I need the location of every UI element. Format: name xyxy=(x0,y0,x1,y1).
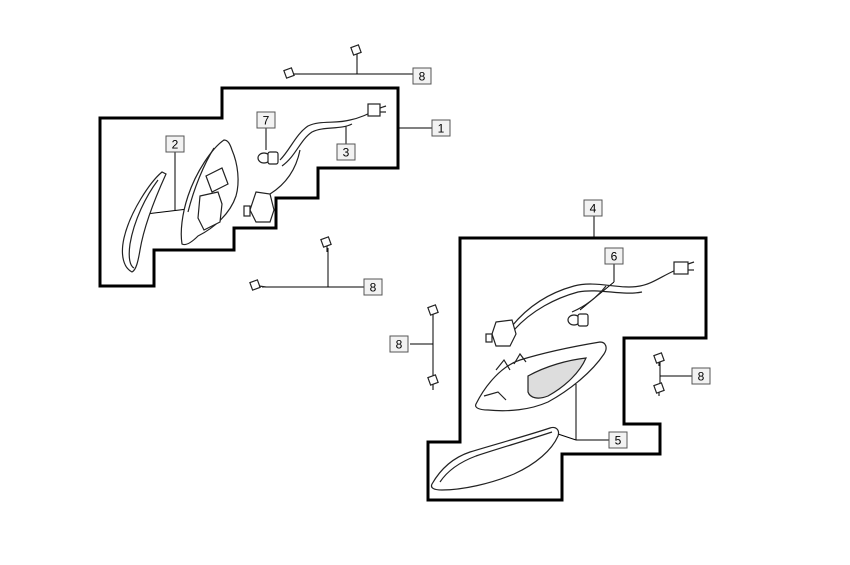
part-lens-strip xyxy=(121,171,167,273)
part-connector-plug xyxy=(243,191,275,223)
callout-5[interactable]: 5 xyxy=(608,431,628,449)
callout-label: 4 xyxy=(590,202,597,216)
assembly-outline-front-light xyxy=(426,236,708,502)
part-front-wiring-harness xyxy=(485,261,695,347)
callout-label: 1 xyxy=(438,122,445,136)
callout-8-top[interactable]: 8 xyxy=(412,67,432,85)
part-front-lens-strip xyxy=(430,426,560,491)
screw-icons-top xyxy=(283,44,362,79)
callout-label: 8 xyxy=(419,70,426,84)
callout-label: 8 xyxy=(396,338,403,352)
callout-7[interactable]: 7 xyxy=(256,111,276,129)
callout-label: 6 xyxy=(611,250,618,264)
part-bulb xyxy=(257,151,279,165)
screw-icons-right xyxy=(653,352,665,396)
assembly-outline-rear-light xyxy=(98,86,400,288)
screw-icons-mid xyxy=(249,236,332,291)
callout-8-mid[interactable]: 8 xyxy=(363,278,383,296)
screw-icons-left xyxy=(427,304,439,390)
callout-1[interactable]: 1 xyxy=(431,119,451,137)
callout-label: 8 xyxy=(698,370,705,384)
callout-label: 8 xyxy=(370,281,377,295)
part-front-lamp-housing xyxy=(475,341,607,412)
callout-8-right[interactable]: 8 xyxy=(691,367,711,385)
part-rear-lamp-housing xyxy=(180,139,239,246)
part-wiring-harness xyxy=(269,103,387,195)
callout-3[interactable]: 3 xyxy=(336,143,356,161)
callout-6[interactable]: 6 xyxy=(604,247,624,265)
callout-4[interactable]: 4 xyxy=(583,199,603,217)
callout-label: 2 xyxy=(172,138,179,152)
callout-8-left[interactable]: 8 xyxy=(389,335,409,353)
callout-label: 7 xyxy=(263,114,270,128)
callout-label: 5 xyxy=(615,434,622,448)
callout-2[interactable]: 2 xyxy=(165,135,185,153)
callout-label: 3 xyxy=(343,146,350,160)
